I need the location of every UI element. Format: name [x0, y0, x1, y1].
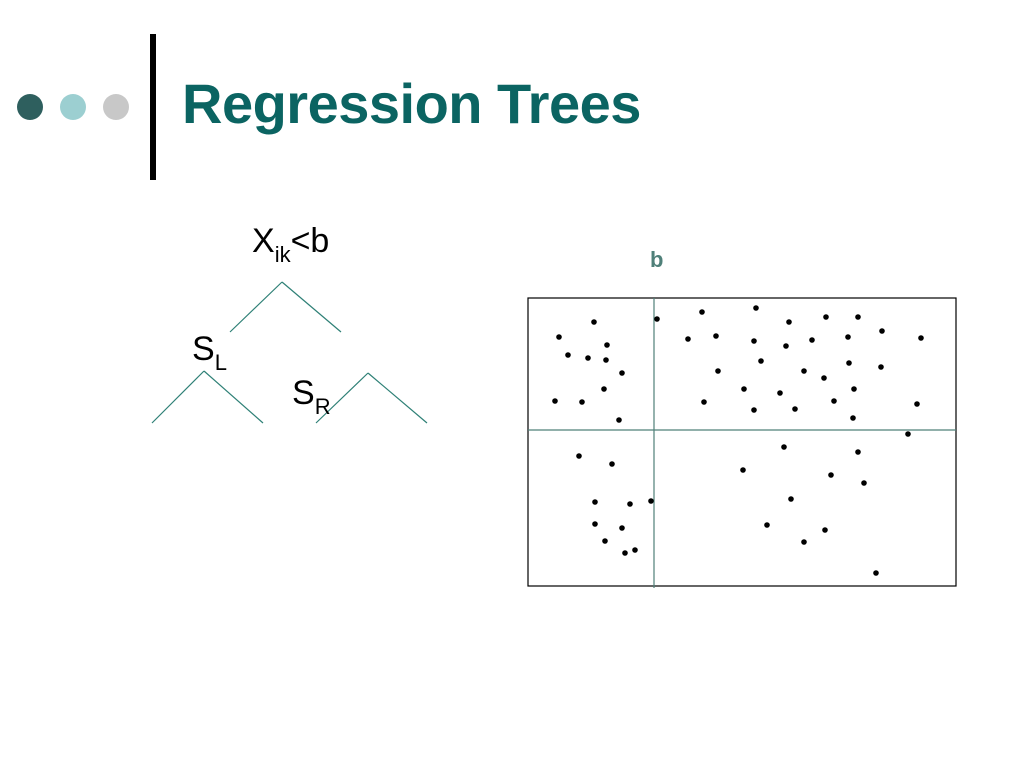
- data-point: [648, 498, 654, 504]
- data-point: [585, 355, 591, 361]
- data-point: [822, 527, 828, 533]
- data-point: [850, 415, 856, 421]
- data-point: [552, 398, 558, 404]
- data-point: [751, 407, 757, 413]
- data-point: [851, 386, 857, 392]
- data-point: [565, 352, 571, 358]
- data-point: [619, 525, 625, 531]
- data-point: [788, 496, 794, 502]
- data-point: [619, 370, 625, 376]
- data-point: [609, 461, 615, 467]
- data-point: [622, 550, 628, 556]
- data-point: [601, 386, 607, 392]
- data-point: [918, 335, 924, 341]
- data-point: [914, 401, 920, 407]
- data-point: [873, 570, 879, 576]
- data-point: [792, 406, 798, 412]
- data-point: [781, 444, 787, 450]
- data-point: [801, 368, 807, 374]
- tree-right-node-label: SR: [292, 374, 331, 419]
- data-point: [878, 364, 884, 370]
- tree-branch-sl-right: [203, 370, 264, 424]
- slide-title: Regression Trees: [182, 72, 641, 135]
- data-point: [603, 357, 609, 363]
- data-point: [654, 316, 660, 322]
- data-point: [855, 314, 861, 320]
- data-point: [579, 399, 585, 405]
- split-point-label: b: [650, 247, 664, 272]
- data-point: [632, 547, 638, 553]
- data-point: [751, 338, 757, 344]
- data-point: [879, 328, 885, 334]
- tree-branch-sr-right: [367, 372, 428, 424]
- data-point: [758, 358, 764, 364]
- data-point: [741, 386, 747, 392]
- data-point: [809, 337, 815, 343]
- data-points: [552, 305, 924, 576]
- data-point: [591, 319, 597, 325]
- plot-frame: [527, 297, 957, 587]
- tree-root-label: Xik<b: [252, 222, 330, 267]
- data-point: [713, 333, 719, 339]
- tree-branch-root-right: [281, 281, 342, 333]
- data-point: [861, 480, 867, 486]
- bullet-dot-light: [60, 94, 86, 120]
- data-point: [821, 375, 827, 381]
- data-point: [556, 334, 562, 340]
- tree-left-node-label: SL: [192, 330, 227, 375]
- data-point: [616, 417, 622, 423]
- tree-branch-sr-left: [315, 372, 369, 424]
- data-point: [592, 521, 598, 527]
- data-point: [786, 319, 792, 325]
- data-point: [831, 398, 837, 404]
- bullet-dot-gray: [103, 94, 129, 120]
- title-divider: [150, 34, 156, 180]
- data-point: [764, 522, 770, 528]
- data-point: [592, 499, 598, 505]
- data-point: [701, 399, 707, 405]
- data-point: [783, 343, 789, 349]
- data-point: [740, 467, 746, 473]
- data-point: [627, 501, 633, 507]
- data-point: [801, 539, 807, 545]
- data-point: [845, 334, 851, 340]
- data-point: [846, 360, 852, 366]
- data-point: [828, 472, 834, 478]
- data-point: [699, 309, 705, 315]
- data-point: [604, 342, 610, 348]
- data-point: [905, 431, 911, 437]
- data-point: [602, 538, 608, 544]
- data-point: [753, 305, 759, 311]
- bullet-dot-dark: [17, 94, 43, 120]
- data-point: [823, 314, 829, 320]
- data-point: [855, 449, 861, 455]
- data-point: [715, 368, 721, 374]
- data-point: [576, 453, 582, 459]
- tree-branch-sl-left: [151, 370, 205, 424]
- data-point: [777, 390, 783, 396]
- data-point: [685, 336, 691, 342]
- tree-branch-root-left: [229, 281, 283, 333]
